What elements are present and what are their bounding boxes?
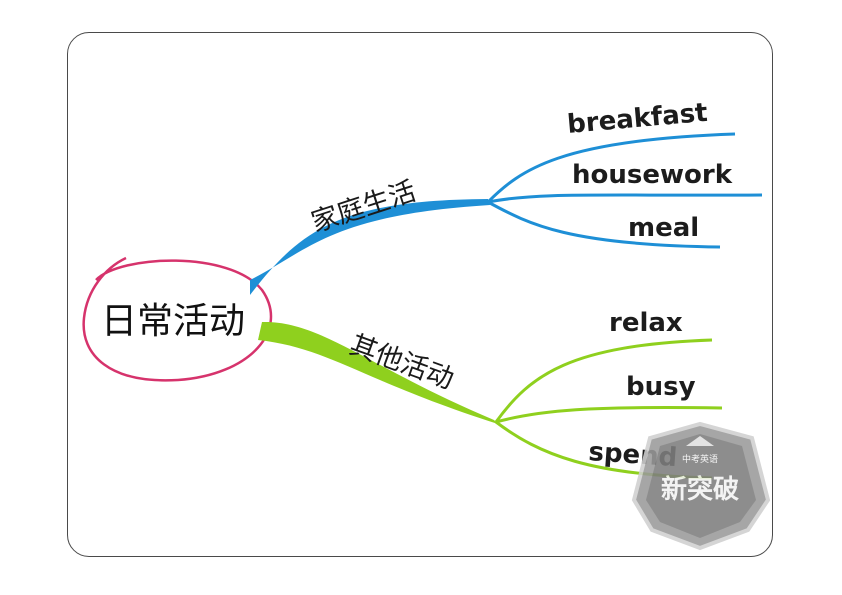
- watermark-title: 新突破: [661, 474, 739, 505]
- branch-other-activities-stroke: [258, 321, 498, 424]
- branch-home-life-label: 家庭生活: [308, 176, 420, 239]
- leaf-busy: busy: [626, 372, 696, 402]
- leaf-line-housework: [487, 193, 763, 204]
- leaf-breakfast: breakfast: [566, 98, 709, 140]
- shield-inner-icon: [646, 434, 756, 538]
- watermark-badge: 中考英语 新突破: [631, 421, 771, 551]
- leaf-meal: meal: [628, 213, 699, 243]
- leaf-line-busy: [495, 406, 723, 424]
- center-node: 日常活动: [82, 256, 273, 382]
- leaf-housework: housework: [572, 160, 733, 190]
- watermark-subtitle: 中考英语: [682, 453, 718, 465]
- leaf-relax: relax: [609, 308, 683, 338]
- leaf-line-meal: [487, 200, 721, 249]
- center-ring: [82, 256, 273, 382]
- leaf-line-relax: [494, 338, 713, 423]
- center-label: 日常活动: [101, 301, 245, 342]
- branch-home-life: 家庭生活 breakfast housework meal: [250, 98, 763, 295]
- leaf-line-breakfast: [486, 132, 736, 204]
- branch-home-life-stroke: [250, 199, 490, 295]
- roof-icon: [686, 436, 714, 446]
